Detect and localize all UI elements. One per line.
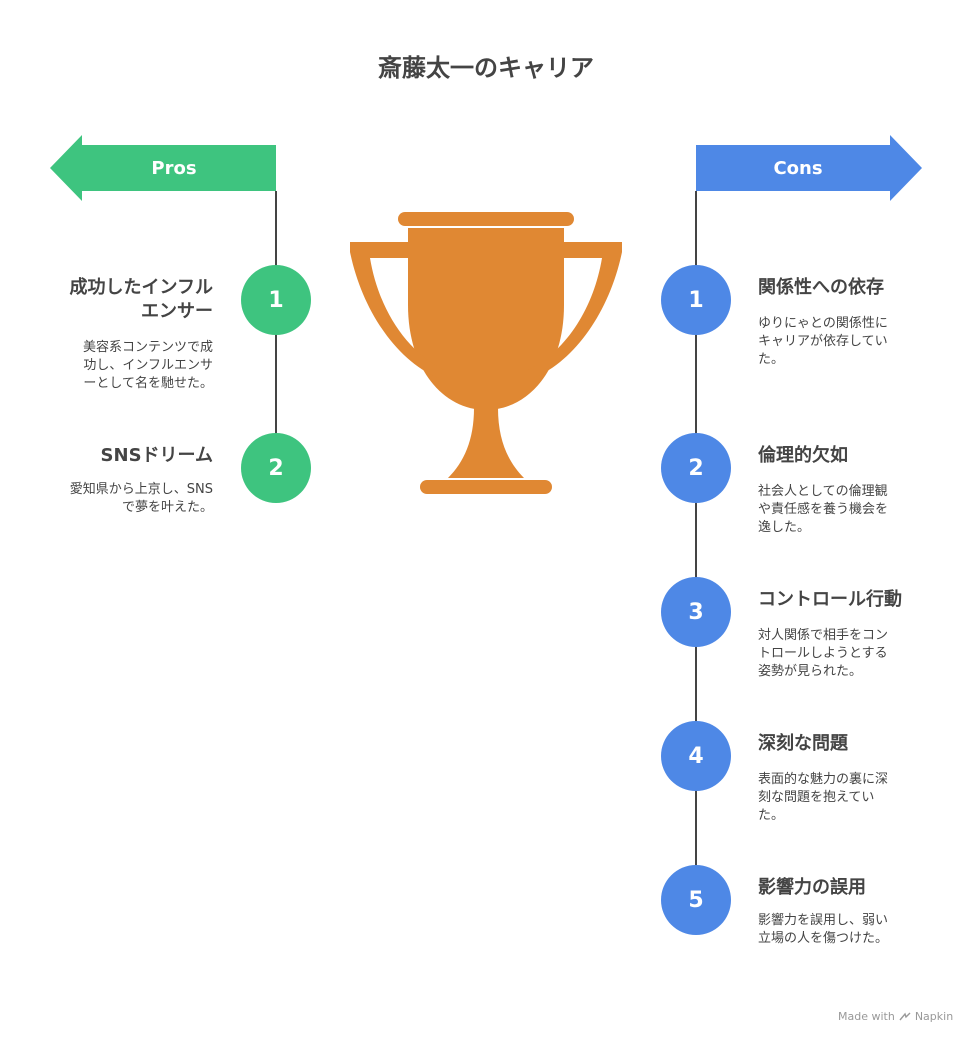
cons-item-1-desc-line-1: ゆりにゃとの関係性に: [758, 316, 888, 331]
pros-banner-arrow: [50, 135, 276, 201]
watermark-prefix: Made with: [838, 1010, 895, 1023]
cons-item-3-desc-line-1: 対人関係で相手をコン: [758, 628, 889, 643]
cons-item-5-heading: 影響力の誤用: [758, 876, 958, 900]
cons-item-5-desc-line-1: 影響力を誤用し、弱い: [758, 913, 889, 928]
cons-item-5-heading-line-1: 影響力の誤用: [758, 877, 866, 898]
pros-item-2-desc-line-2: で夢を叶えた。: [121, 500, 213, 515]
cons-item-2-desc: 社会人としての倫理観 や責任感を養う機会を 逸した。: [758, 483, 958, 537]
pros-item-2-heading: SNSドリーム: [20, 444, 213, 468]
watermark-brand: Napkin: [914, 1010, 954, 1023]
cons-item-2-heading: 倫理的欠如: [758, 444, 958, 468]
cons-item-2-heading-line-1: 倫理的欠如: [758, 445, 848, 466]
cons-item-3-heading-line-1: コントロール行動: [758, 589, 902, 610]
cons-item-4-desc-line-1: 表面的な魅力の裏に深: [758, 772, 889, 787]
pros-label: Pros: [151, 157, 197, 179]
cons-item-1-desc-line-3: た。: [758, 352, 785, 367]
page-title: 斎藤太一のキャリア: [378, 54, 594, 82]
cons-item-3-desc: 対人関係で相手をコン トロールしようとする 姿勢が見られた。: [758, 627, 958, 681]
pros-item-1-heading-line-2: エンサー: [141, 301, 213, 322]
cons-number-5: 5: [661, 865, 731, 935]
cons-item-1-heading-line-1: 関係性への依存: [758, 277, 884, 298]
pros-number-2: 2: [241, 433, 311, 503]
cons-item-3-desc-line-3: 姿勢が見られた。: [758, 664, 863, 679]
cons-number-1: 1: [661, 265, 731, 335]
pros-number-1: 1: [241, 265, 311, 335]
trophy-icon: [350, 212, 622, 494]
cons-label: Cons: [773, 157, 823, 179]
cons-item-4-desc: 表面的な魅力の裏に深 刻な問題を抱えてい た。: [758, 771, 958, 825]
cons-item-2-desc-line-1: 社会人としての倫理観: [758, 484, 888, 499]
cons-item-3-heading: コントロール行動: [758, 588, 963, 612]
pros-item-1-heading: 成功したインフル エンサー: [20, 276, 213, 324]
cons-item-5-desc: 影響力を誤用し、弱い 立場の人を傷つけた。: [758, 912, 958, 948]
cons-item-5-desc-line-2: 立場の人を傷つけた。: [758, 931, 889, 946]
pros-item-2-heading-line-1: SNSドリーム: [100, 445, 213, 466]
cons-item-3-desc-line-2: トロールしようとする: [758, 646, 888, 661]
cons-number-2: 2: [661, 433, 731, 503]
napkin-logo-icon: [899, 1012, 911, 1020]
cons-item-1-desc-line-2: キャリアが依存してい: [758, 334, 888, 349]
pros-item-1-heading-line-1: 成功したインフル: [69, 277, 213, 298]
cons-banner-arrow: [696, 135, 922, 201]
pros-item-1-desc-line-2: 功し、インフルエンサ: [83, 358, 213, 373]
pros-item-2-desc: 愛知県から上京し、SNS で夢を叶えた。: [20, 481, 213, 517]
cons-item-1-heading: 関係性への依存: [758, 276, 958, 300]
pros-item-1-desc: 美容系コンテンツで成 功し、インフルエンサ ーとして名を馳せた。: [20, 339, 213, 393]
cons-item-4-desc-line-3: た。: [758, 808, 785, 823]
pros-item-1-desc-line-1: 美容系コンテンツで成: [82, 340, 213, 355]
cons-item-4-heading: 深刻な問題: [758, 732, 958, 756]
cons-item-1-desc: ゆりにゃとの関係性に キャリアが依存してい た。: [758, 315, 958, 369]
cons-item-4-desc-line-2: 刻な問題を抱えてい: [758, 790, 875, 805]
cons-number-3: 3: [661, 577, 731, 647]
pros-item-2-desc-line-1: 愛知県から上京し、SNS: [69, 482, 213, 497]
pros-item-1-desc-line-3: ーとして名を馳せた。: [83, 376, 213, 391]
cons-number-4: 4: [661, 721, 731, 791]
cons-item-2-desc-line-3: 逸した。: [758, 520, 811, 535]
cons-timeline-line: [695, 191, 697, 865]
cons-item-2-desc-line-2: や責任感を養う機会を: [758, 502, 889, 517]
cons-item-4-heading-line-1: 深刻な問題: [758, 733, 848, 754]
napkin-watermark[interactable]: Made with Napkin: [838, 1010, 953, 1023]
